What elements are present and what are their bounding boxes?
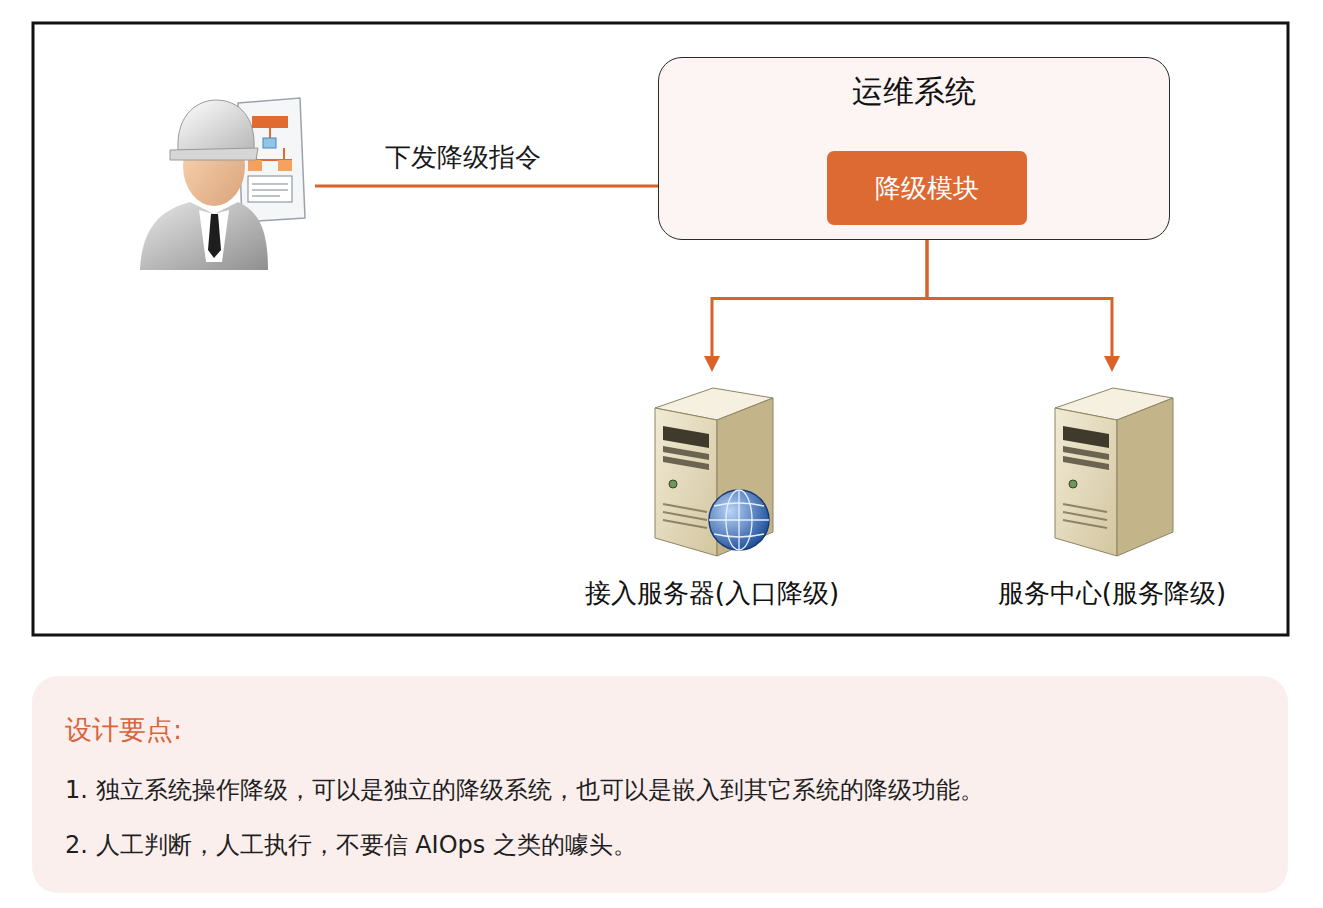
note-item: 2. 人工判断，人工执行，不要信 AIOps 之类的噱头。 [65, 827, 1268, 863]
design-notes-panel: 设计要点: 1. 独立系统操作降级，可以是独立的降级系统，也可以是嵌入到其它系统的… [32, 676, 1288, 893]
command-label: 下发降级指令 [385, 140, 541, 174]
server-icon [580, 372, 844, 562]
degrade-module-box: 降级模块 [827, 151, 1027, 225]
elbow-connector [704, 225, 927, 372]
service-center-server: 服务中心(服务降级) [993, 372, 1231, 610]
node-label: 服务中心(服务降级) [993, 576, 1231, 610]
node-label: 运维系统 [659, 70, 1169, 112]
node-label: 接入服务器(入口降级) [580, 576, 844, 610]
elbow-connector [927, 225, 1120, 372]
ops-system-box: 运维系统降级模块 [658, 57, 1170, 240]
server-icon [993, 372, 1231, 562]
note-item: 1. 独立系统操作降级，可以是独立的降级系统，也可以是嵌入到其它系统的降级功能。 [65, 772, 1268, 808]
notes-heading: 设计要点: [65, 712, 1268, 748]
node-label: 降级模块 [875, 171, 979, 205]
access-server: 接入服务器(入口降级) [580, 372, 844, 610]
engineer-icon [140, 98, 305, 270]
outer-frame [33, 23, 1288, 635]
